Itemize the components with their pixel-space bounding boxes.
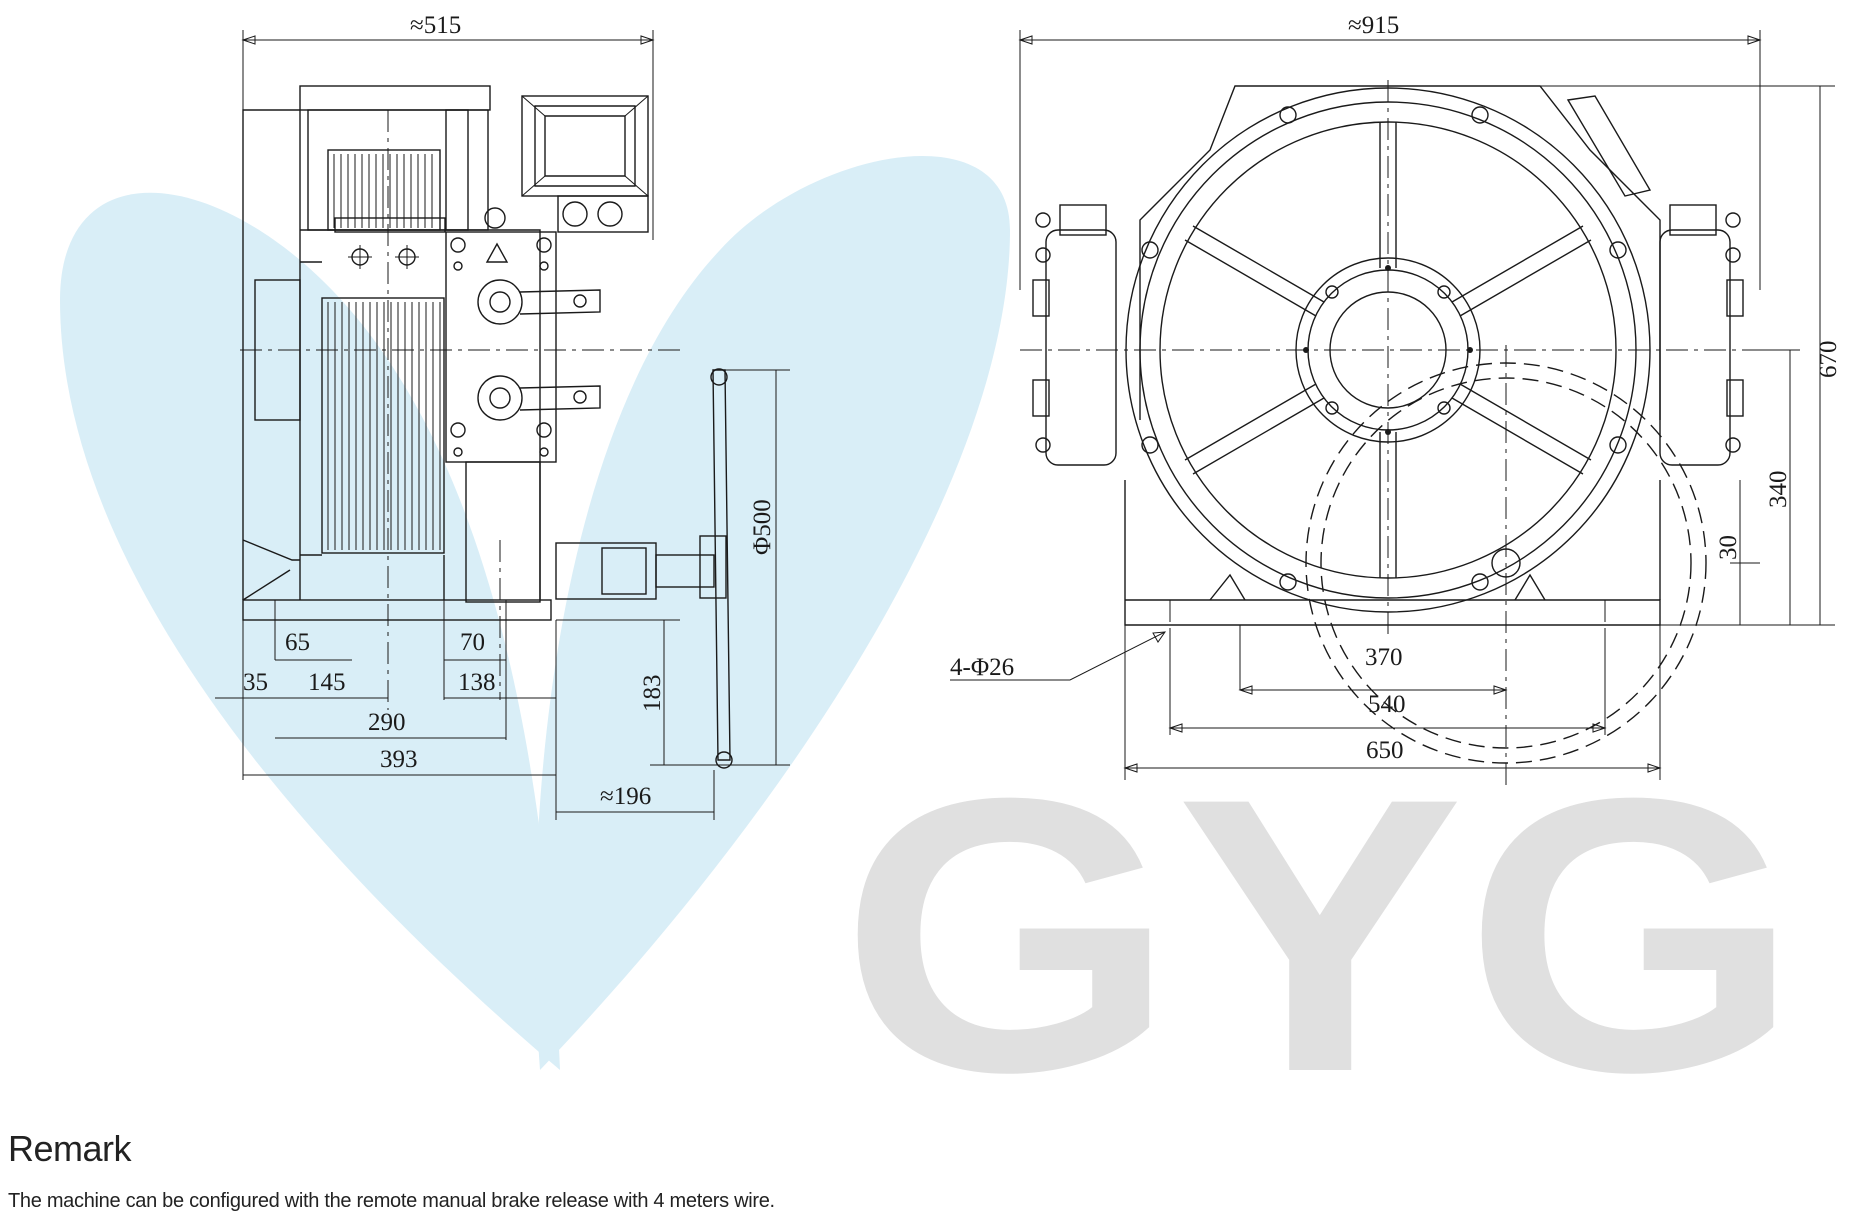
front-view: ≈915 670 340 30 370 540 650 4-Φ26 — [950, 12, 1842, 785]
remark-text: The machine can be configured with the r… — [8, 1190, 775, 1212]
dim-side-overhang: ≈196 — [600, 783, 651, 810]
dim-65: 65 — [285, 629, 310, 656]
front-brake-left — [1032, 204, 1117, 466]
side-lower-coil — [321, 297, 445, 554]
dim-370: 370 — [1365, 644, 1403, 671]
dim-145: 145 — [308, 669, 346, 696]
dim-138: 138 — [458, 669, 496, 696]
watermark-logo: GYG — [60, 155, 1800, 1153]
watermark-letters: GYG — [840, 717, 1800, 1153]
front-brake-right — [1659, 204, 1744, 466]
dim-side-overall-width: ≈515 — [410, 12, 461, 39]
dim-340: 340 — [1765, 471, 1792, 509]
dim-650: 650 — [1366, 737, 1404, 764]
side-view: ≈515 65 35 145 290 393 70 138 183 Φ500 ≈… — [215, 12, 790, 820]
side-top-bracket — [299, 85, 491, 111]
front-housing — [1139, 85, 1661, 420]
side-base-plate — [242, 599, 552, 621]
dim-sheave-diameter: Φ500 — [749, 499, 776, 555]
dim-183: 183 — [639, 675, 666, 713]
dim-290: 290 — [368, 709, 406, 736]
watermark-leaf-left — [60, 192, 560, 1070]
front-junction-box — [1566, 95, 1652, 197]
dim-393: 393 — [380, 746, 418, 773]
dim-70: 70 — [460, 629, 485, 656]
dim-670: 670 — [1815, 341, 1842, 379]
dim-front-overall-width: ≈915 — [1348, 12, 1399, 39]
side-traction-sheave — [710, 368, 733, 769]
watermark-leaf-right — [535, 155, 1010, 1070]
side-shaft-coupling — [555, 535, 727, 600]
front-spokes — [1184, 122, 1592, 578]
label-bolt-holes: 4-Φ26 — [950, 654, 1014, 681]
dim-35: 35 — [243, 669, 268, 696]
front-rim-bolts — [1141, 106, 1627, 591]
side-junction-box — [521, 95, 649, 233]
side-brake — [445, 207, 601, 463]
dim-540: 540 — [1368, 691, 1406, 718]
dim-30: 30 — [1715, 535, 1742, 560]
remark-title: Remark — [8, 1128, 132, 1169]
